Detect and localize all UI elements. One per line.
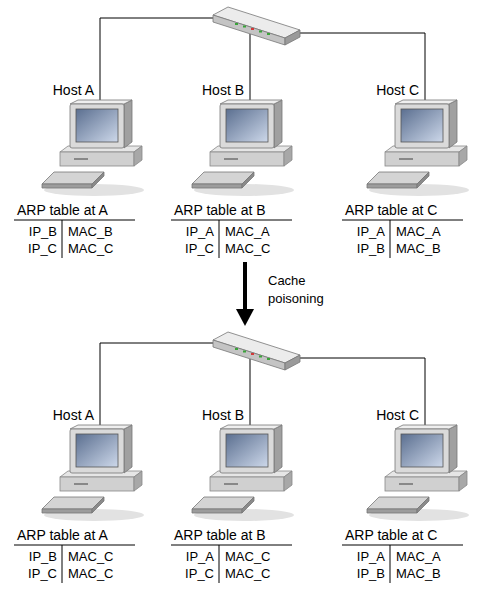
- table-cell: MAC_A: [225, 224, 270, 239]
- transition-arrow: [236, 262, 254, 326]
- host-label: Host C: [376, 407, 419, 424]
- host-name: Host A: [53, 82, 94, 99]
- table-cell: MAC_C: [68, 241, 114, 256]
- table-cell: IP_B: [29, 224, 57, 239]
- table-cell: MAC_B: [396, 566, 441, 581]
- table-title: ARP table at A: [17, 202, 108, 218]
- host-name: Host B: [202, 407, 244, 424]
- arrow-caption: Cache poisoning: [268, 272, 338, 308]
- table-cell: IP_B: [357, 241, 385, 256]
- network-top: [14, 7, 469, 258]
- table-title: ARP table at C: [345, 527, 437, 543]
- host-label: Host C: [376, 82, 419, 99]
- table-cell: IP_C: [185, 566, 214, 581]
- table-title: ARP table at A: [17, 527, 108, 543]
- host-name: Host C: [376, 82, 419, 99]
- table-cell: IP_C: [28, 566, 57, 581]
- host-label: Host A: [53, 82, 94, 99]
- table-cell: MAC_B: [396, 241, 441, 256]
- table-cell: MAC_C: [68, 549, 114, 564]
- table-cell: MAC_A: [396, 224, 441, 239]
- table-cell: MAC_C: [225, 241, 271, 256]
- table-cell: MAC_C: [225, 566, 271, 581]
- table-cell: IP_A: [357, 549, 385, 564]
- host-label: Host B: [202, 82, 244, 99]
- table-title: ARP table at B: [174, 202, 266, 218]
- table-cell: IP_C: [28, 241, 57, 256]
- table-cell: MAC_B: [68, 224, 113, 239]
- table-title: ARP table at C: [345, 202, 437, 218]
- table-cell: IP_A: [186, 549, 214, 564]
- host-label: Host B: [202, 407, 244, 424]
- host-label: Host A: [53, 407, 94, 424]
- host-name: Host A: [53, 407, 94, 424]
- table-cell: MAC_C: [225, 549, 271, 564]
- table-cell: IP_B: [29, 549, 57, 564]
- network-bottom: [14, 332, 469, 583]
- host-name: Host C: [376, 407, 419, 424]
- table-cell: IP_A: [357, 224, 385, 239]
- table-cell: IP_B: [357, 566, 385, 581]
- table-cell: IP_A: [186, 224, 214, 239]
- table-cell: MAC_A: [396, 549, 441, 564]
- table-cell: IP_C: [185, 241, 214, 256]
- table-title: ARP table at B: [174, 527, 266, 543]
- host-name: Host B: [202, 82, 244, 99]
- table-cell: MAC_C: [68, 566, 114, 581]
